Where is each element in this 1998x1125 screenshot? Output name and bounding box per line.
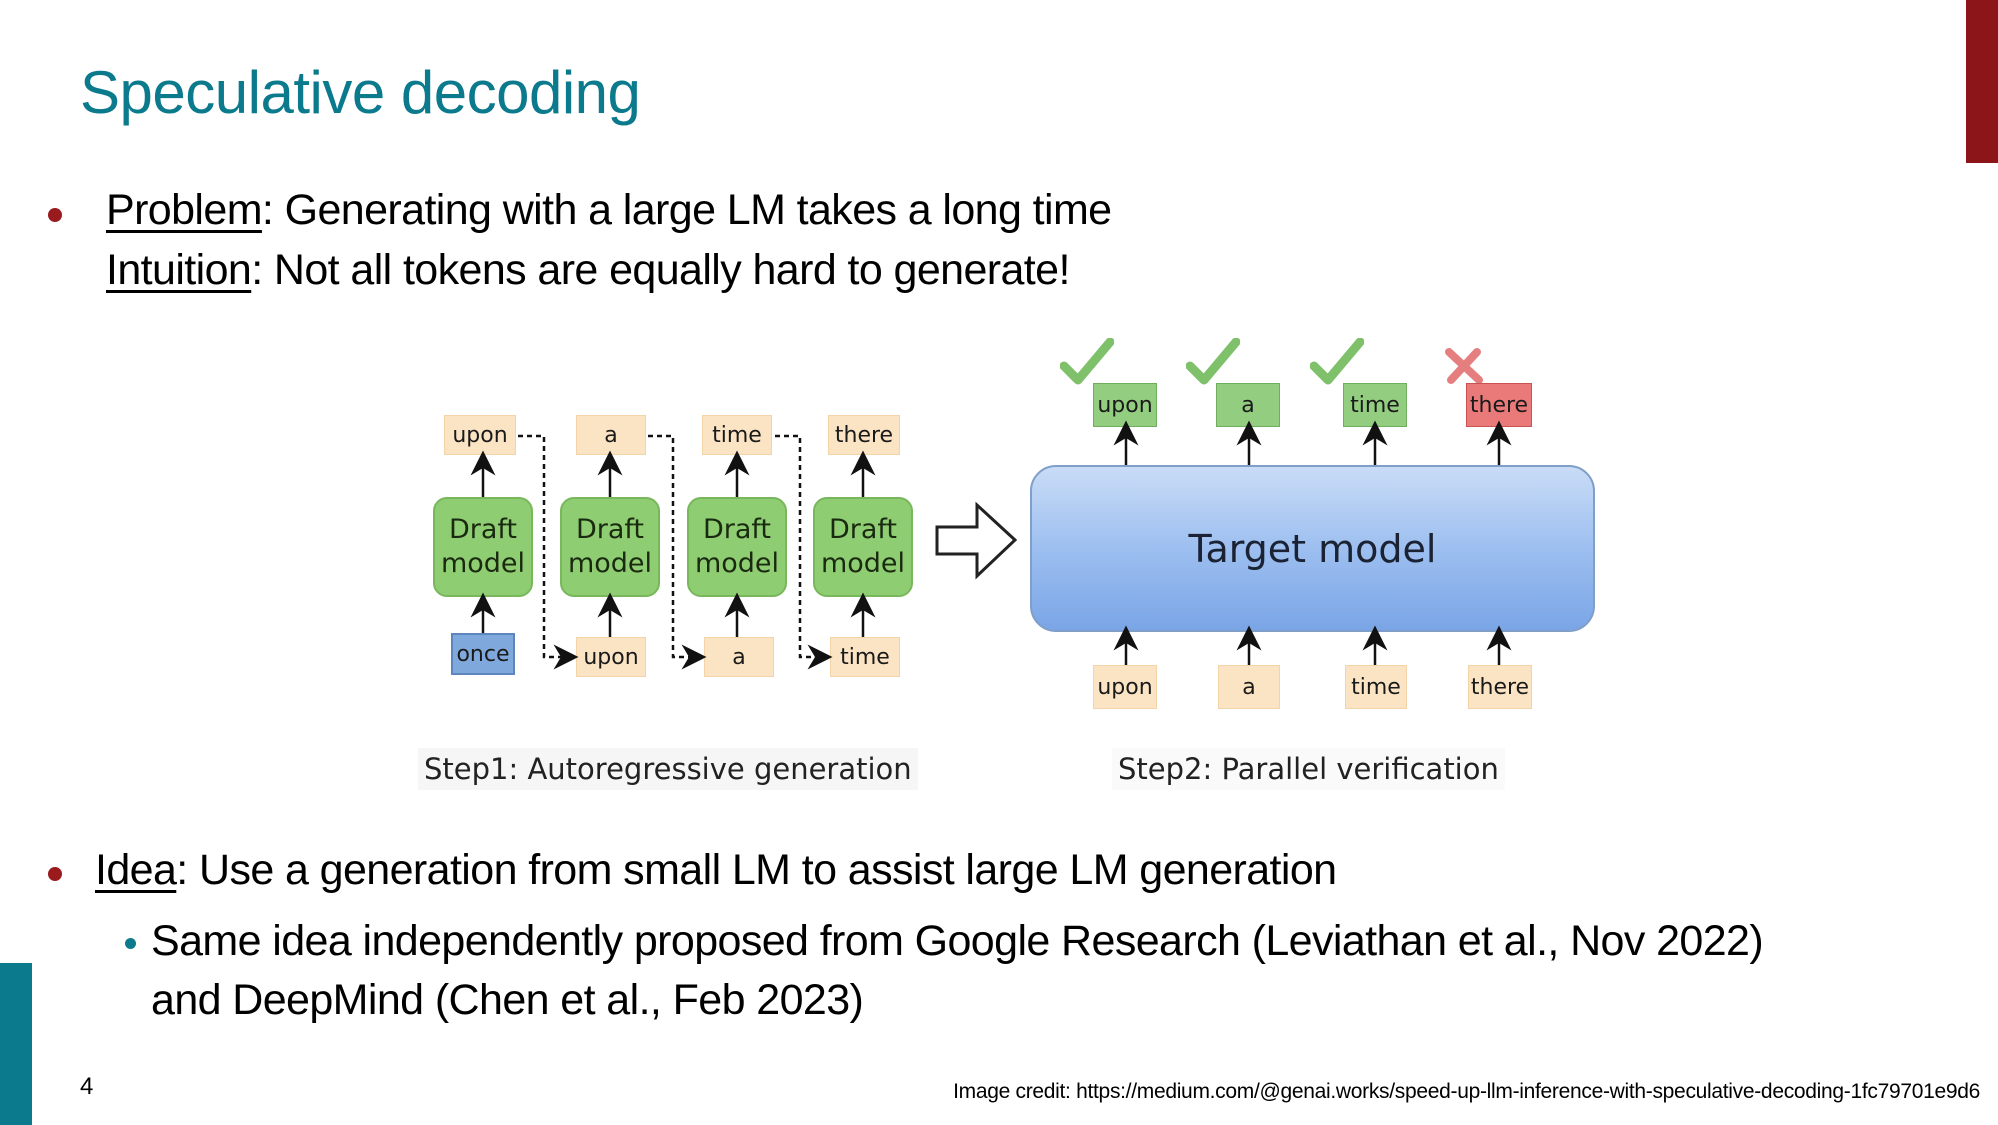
step1-caption: Step1: Autoregressive generation	[418, 748, 918, 790]
sub-bullet-line1: Same idea independently proposed from Go…	[151, 917, 1764, 965]
image-credit: Image credit: https://medium.com/@genai.…	[953, 1080, 1980, 1103]
slide-title: Speculative decoding	[80, 59, 641, 126]
problem-text: : Generating with a large LM takes a lon…	[261, 186, 1112, 234]
verified-token: a	[1216, 383, 1280, 427]
draft-input-token: time	[830, 637, 900, 677]
check-icon	[1310, 338, 1364, 385]
draft-input-token: once	[451, 633, 515, 675]
draft-label: Draft	[575, 514, 645, 545]
draft-input-token: a	[704, 637, 774, 677]
draft-label: model	[820, 548, 906, 579]
verified-token: time	[1343, 383, 1407, 427]
draft-label: Draft	[448, 514, 518, 545]
draft-model-box: Draft model	[433, 497, 533, 597]
draft-label: model	[440, 548, 526, 579]
draft-model-box: Draft model	[813, 497, 913, 597]
intuition-label: Intuition	[106, 246, 252, 294]
draft-label: model	[694, 548, 780, 579]
draft-output-token: there	[828, 415, 900, 455]
sub-bullet-dot	[125, 938, 136, 949]
problem-label: Problem	[106, 186, 263, 234]
intuition-text: : Not all tokens are equally hard to gen…	[251, 246, 1070, 294]
top-right-accent-bar	[1966, 0, 1998, 163]
draft-label: Draft	[828, 514, 898, 545]
bullet-problem: Problem: Generating with a large LM take…	[106, 186, 1112, 235]
draft-output-token: upon	[444, 415, 516, 455]
target-input-token: time	[1345, 665, 1407, 709]
draft-input-token: upon	[576, 637, 646, 677]
target-input-token: upon	[1093, 665, 1157, 709]
idea-label: Idea	[95, 846, 177, 894]
bullet-intuition: Intuition: Not all tokens are equally ha…	[106, 246, 1070, 295]
bullet-idea: Idea: Use a generation from small LM to …	[95, 846, 1337, 895]
target-model-box: Target model	[1030, 465, 1595, 632]
check-icon	[1186, 338, 1240, 385]
draft-label: Draft	[702, 514, 772, 545]
bottom-left-accent-bar	[0, 963, 32, 1125]
rejected-token: there	[1466, 383, 1532, 427]
transition-arrow-icon	[935, 501, 1018, 580]
sub-bullet-line2: and DeepMind (Chen et al., Feb 2023)	[151, 976, 864, 1024]
draft-label: model	[567, 548, 653, 579]
draft-model-box: Draft model	[687, 497, 787, 597]
target-input-token: a	[1218, 665, 1280, 709]
cross-icon	[1445, 348, 1483, 384]
step2-caption: Step2: Parallel verification	[1112, 748, 1505, 790]
target-input-token: there	[1468, 665, 1532, 709]
check-icon	[1060, 338, 1114, 385]
verified-token: upon	[1093, 383, 1157, 427]
target-model-label: Target model	[1188, 526, 1437, 571]
draft-output-token: a	[576, 415, 646, 455]
bullet-dot	[48, 867, 62, 881]
draft-output-token: time	[702, 415, 772, 455]
page-number: 4	[80, 1073, 94, 1100]
bullet-dot	[48, 208, 62, 222]
idea-text: : Use a generation from small LM to assi…	[176, 846, 1337, 894]
